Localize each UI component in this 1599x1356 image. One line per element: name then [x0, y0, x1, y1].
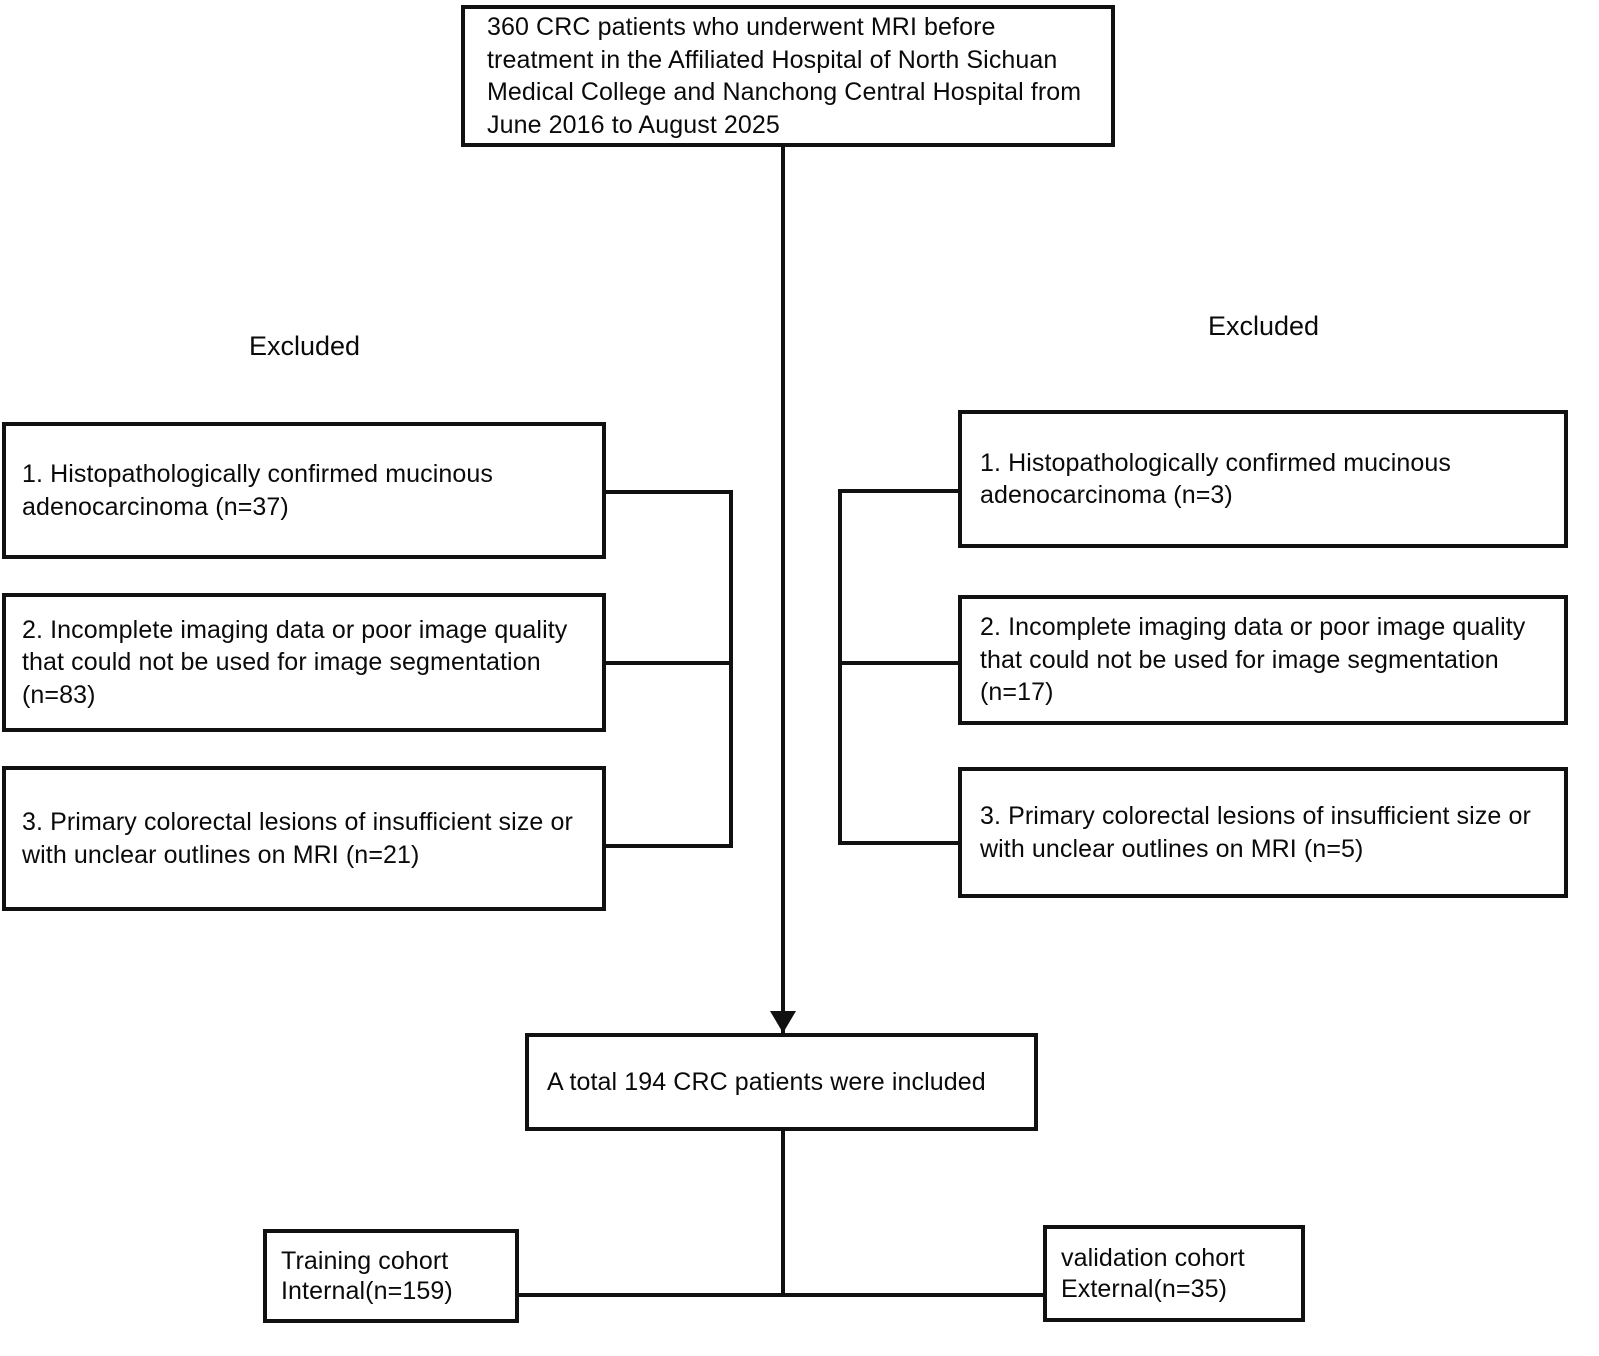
left-bracket-connector-2: [604, 661, 733, 665]
training-cohort-text: Training cohort Internal(n=159): [281, 1246, 453, 1306]
exclusion-box-left-2: 2. Incomplete imaging data or poor image…: [2, 593, 606, 732]
exclusion-box-left-3: 3. Primary colorectal lesions of insuffi…: [2, 766, 606, 911]
left-bracket-connector-3: [604, 844, 733, 848]
exclusion-text-left-3: 3. Primary colorectal lesions of insuffi…: [22, 808, 573, 869]
exclusion-text-left-1: 1. Histopathologically confirmed mucinou…: [22, 460, 493, 521]
included-population-text: A total 194 CRC patients were included: [547, 1067, 986, 1096]
training-cohort-box: Training cohort Internal(n=159): [263, 1229, 519, 1323]
main-flow-arrowhead-icon: [770, 1011, 796, 1033]
right-bracket-connector-1: [838, 489, 962, 493]
source-population-box: 360 CRC patients who underwent MRI befor…: [461, 5, 1115, 147]
exclusion-text-right-3: 3. Primary colorectal lesions of insuffi…: [980, 802, 1531, 863]
cohort-split-horizontal-connector: [516, 1293, 1047, 1297]
exclusion-text-right-1: 1. Histopathologically confirmed mucinou…: [980, 448, 1451, 510]
cohort-split-vertical-connector: [781, 1131, 785, 1297]
included-population-box: A total 194 CRC patients were included: [525, 1033, 1038, 1131]
exclusion-text-right-2: 2. Incomplete imaging data or poor image…: [980, 613, 1526, 707]
right-bracket-connector-2: [838, 661, 962, 665]
exclusion-box-right-2: 2. Incomplete imaging data or poor image…: [958, 595, 1568, 725]
right-bracket-vertical-connector: [838, 489, 842, 845]
exclusion-box-right-3: 3. Primary colorectal lesions of insuffi…: [958, 767, 1568, 898]
left-bracket-connector-1: [604, 490, 733, 494]
excluded-heading-left: Excluded: [249, 331, 361, 361]
right-bracket-connector-3: [838, 841, 962, 845]
source-population-text: 360 CRC patients who underwent MRI befor…: [487, 13, 1082, 139]
validation-cohort-text: validation cohort External(n=35): [1061, 1244, 1245, 1303]
exclusion-box-left-1: 1. Histopathologically confirmed mucinou…: [2, 422, 606, 559]
validation-cohort-box: validation cohort External(n=35): [1043, 1225, 1305, 1322]
excluded-heading-right: Excluded: [1208, 311, 1320, 341]
exclusion-box-right-1: 1. Histopathologically confirmed mucinou…: [958, 410, 1568, 548]
left-bracket-vertical-connector: [729, 490, 733, 848]
main-flow-connector: [781, 147, 785, 1035]
exclusion-text-left-2: 2. Incomplete imaging data or poor image…: [22, 615, 568, 709]
